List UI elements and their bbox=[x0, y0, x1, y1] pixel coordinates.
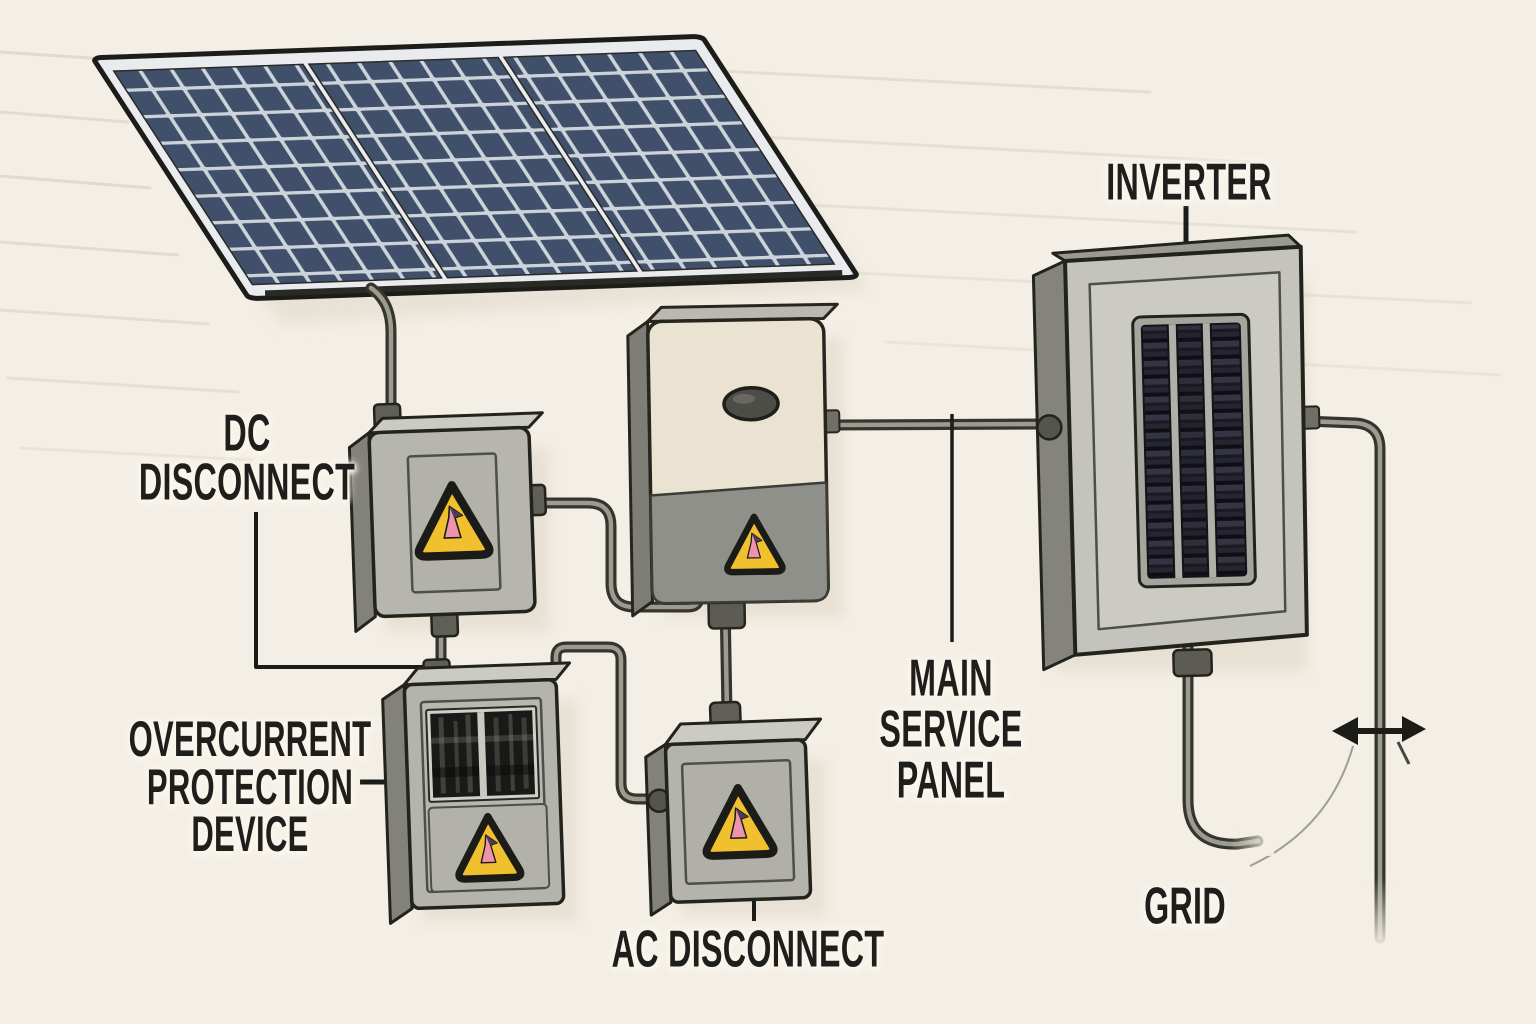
breaker-window bbox=[425, 705, 541, 803]
dc-disconnect-box bbox=[347, 402, 547, 638]
solar-panel bbox=[115, 65, 440, 284]
wire-fade bbox=[1366, 878, 1396, 950]
conduit-stub bbox=[1172, 648, 1214, 678]
leader-dc-disconnect bbox=[254, 512, 436, 669]
label-ac-disconnect: AC DISCONNECT bbox=[611, 920, 885, 979]
label-dc-disconnect: DC DISCONNECT bbox=[138, 404, 356, 512]
label-inverter: INVERTER bbox=[1106, 153, 1272, 212]
roof-shingle-lines bbox=[0, 50, 1502, 462]
wire-connector bbox=[1036, 414, 1063, 441]
conduit-stub bbox=[707, 598, 747, 630]
label-grid: GRID bbox=[1144, 877, 1226, 936]
wire-fade bbox=[1230, 826, 1274, 856]
wire-main-panel-to-grid bbox=[1298, 415, 1386, 944]
main-service-panel-box bbox=[1031, 233, 1321, 678]
breaker-window bbox=[1131, 312, 1257, 589]
ac-disconnect-box bbox=[644, 700, 823, 917]
solar-panel bbox=[505, 51, 832, 270]
grid-hairline-curve bbox=[1249, 745, 1354, 867]
inverter-unit-box bbox=[626, 302, 841, 630]
solar-panel-array bbox=[93, 36, 859, 298]
grid-flow-arrow bbox=[1332, 716, 1426, 765]
label-main-service-panel: MAIN SERVICE PANEL bbox=[879, 649, 1023, 810]
solar-panel bbox=[310, 58, 635, 277]
wire-main-panel-bottom-drop bbox=[1182, 642, 1264, 850]
overcurrent-protection-box bbox=[381, 658, 572, 925]
label-overcurrent-protection-device: OVERCURRENT PROTECTION DEVICE bbox=[128, 710, 372, 862]
status-led bbox=[722, 386, 780, 422]
